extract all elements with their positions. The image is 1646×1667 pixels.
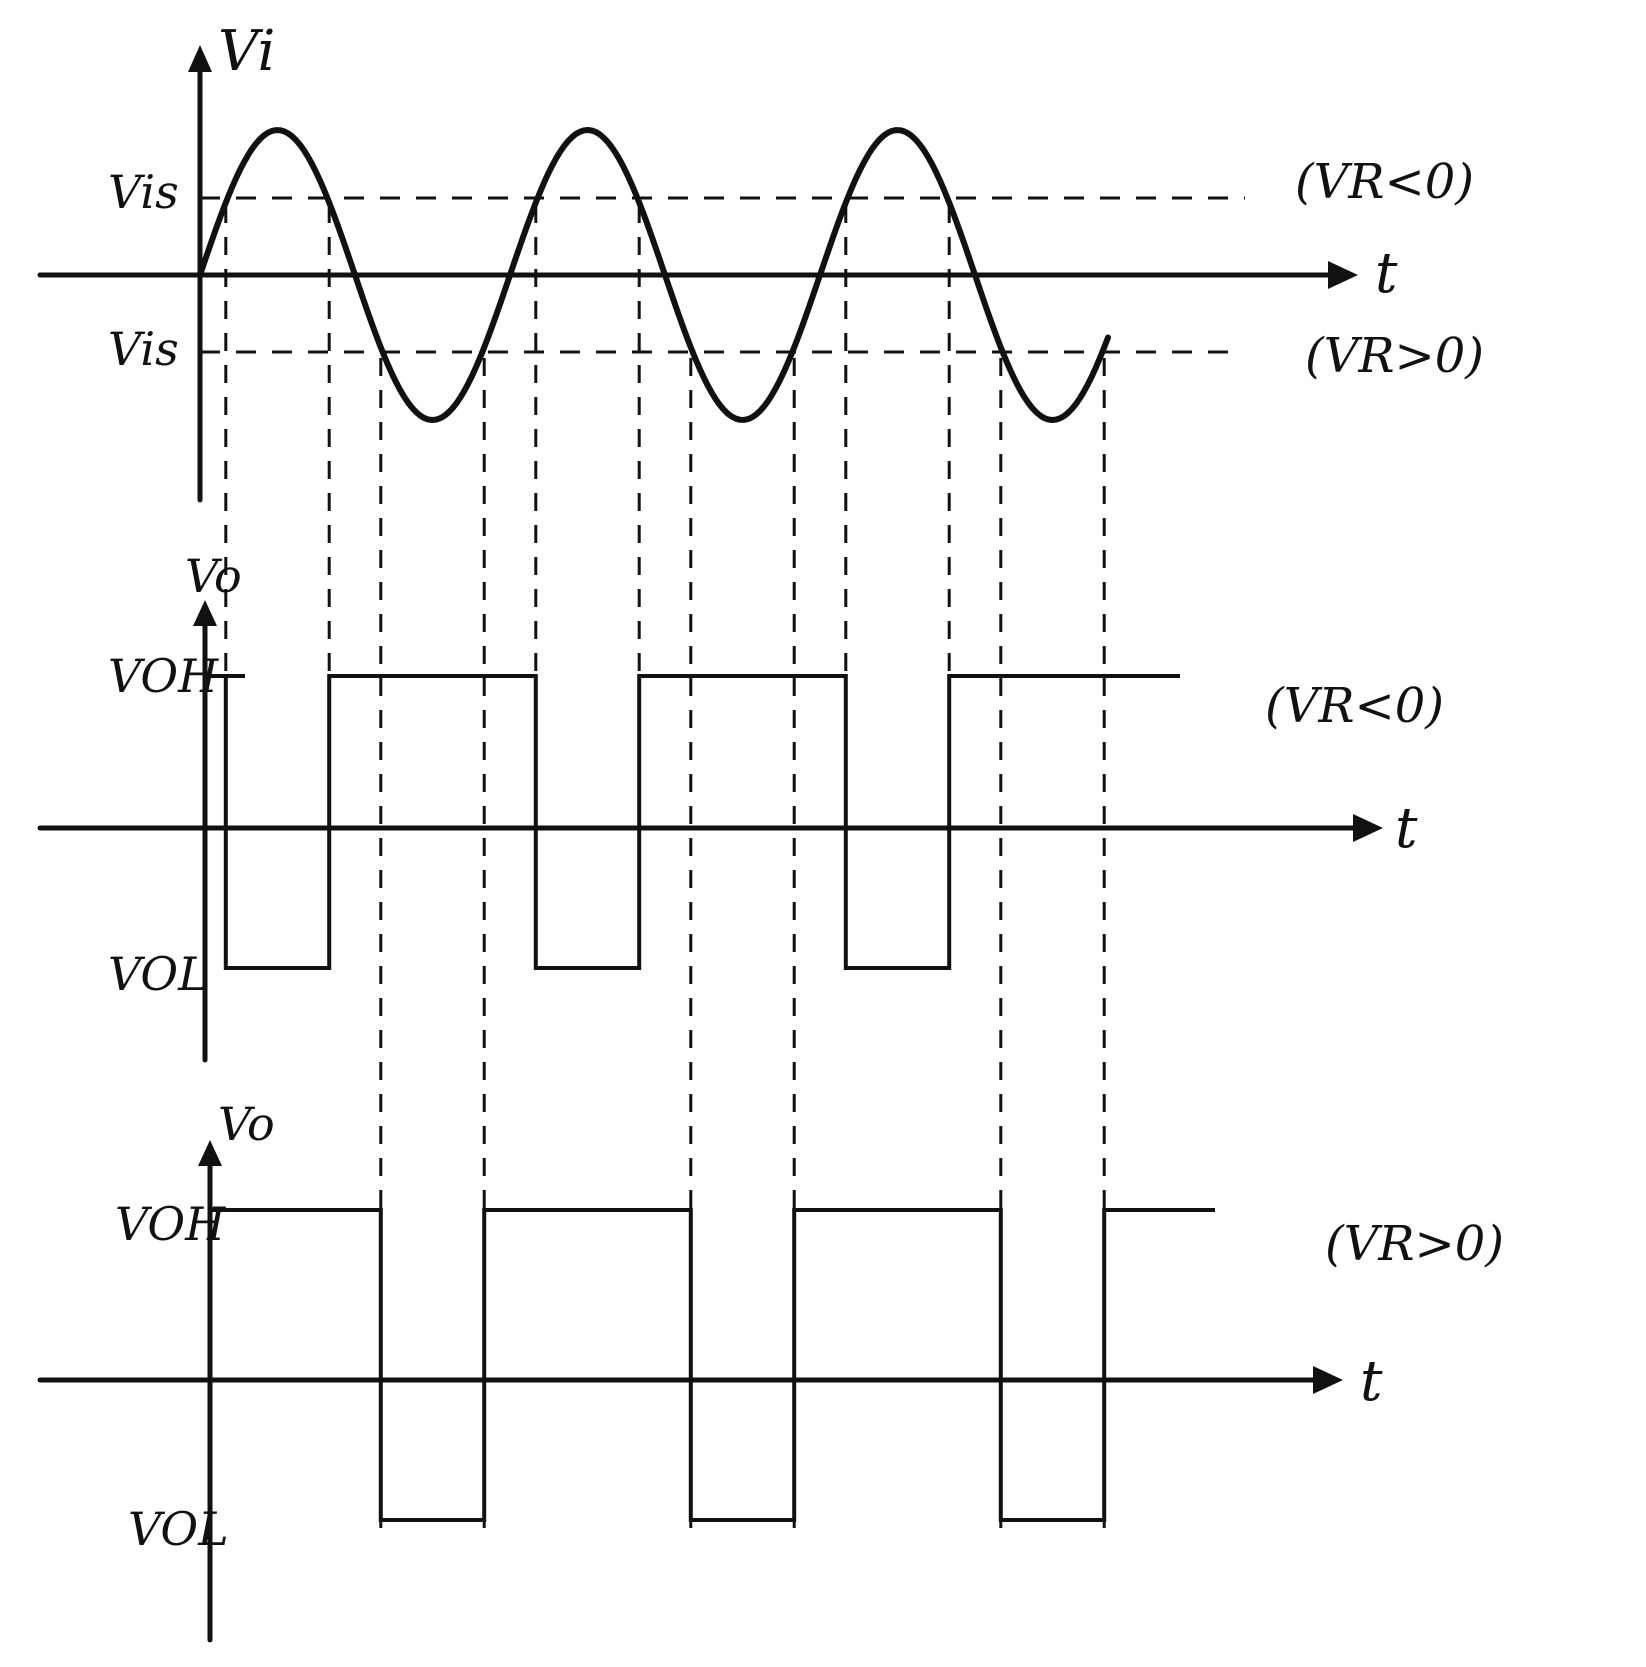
- voh-bot-label: VOH: [115, 1197, 226, 1251]
- voh-mid-label: VOH: [108, 649, 219, 703]
- t-axis-bot-arrow-icon: [1313, 1366, 1343, 1394]
- t-label-top: t: [1375, 241, 1398, 306]
- vol-bot-label: VOL: [128, 1502, 229, 1556]
- vo-axis-bot-arrow-icon: [198, 1140, 222, 1166]
- output-pulse-vr-negative: [223, 674, 1180, 970]
- vi-axis-arrow-icon: [188, 45, 212, 72]
- t-axis-mid-arrow-icon: [1353, 814, 1383, 842]
- vo-mid-label: Vo: [185, 549, 242, 603]
- note-vr-negative-top: (VR<0): [1295, 154, 1474, 210]
- input-panel: Vi Vis Vis (VR<0) (VR>0) t: [37, 19, 1484, 503]
- vo-bot-label: Vo: [218, 1097, 275, 1151]
- vol-mid-label: VOL: [108, 947, 209, 1001]
- vis-upper-label: Vis: [108, 165, 179, 219]
- output-panel-vr-positive: Vo VOH VOL (VR>0) t: [37, 1097, 1504, 1643]
- vi-label: Vi: [218, 19, 275, 84]
- t-label-mid: t: [1395, 796, 1418, 861]
- output-panel-vr-negative: Vo VOH VOL (VR<0) t: [37, 549, 1444, 1063]
- vis-lower-label: Vis: [108, 322, 179, 376]
- projection-lines: [224, 205, 1106, 1535]
- vo-axis-mid-arrow-icon: [193, 600, 217, 626]
- note-vr-positive-top: (VR>0): [1305, 328, 1484, 384]
- t-axis-top-arrow-icon: [1328, 261, 1358, 289]
- t-label-bot: t: [1360, 1349, 1383, 1414]
- note-vr-positive-bot: (VR>0): [1325, 1216, 1504, 1272]
- note-vr-negative-mid: (VR<0): [1265, 678, 1444, 734]
- input-sine-wave: [197, 127, 1111, 423]
- output-pulse-vr-positive: [210, 1208, 1215, 1522]
